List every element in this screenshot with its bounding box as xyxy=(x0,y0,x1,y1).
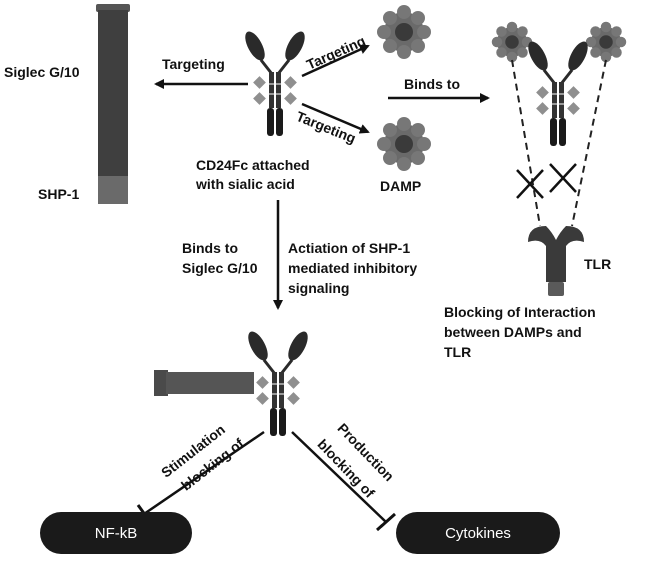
cd24-label-line2: with sialic acid xyxy=(196,176,295,192)
blocking-line3: TLR xyxy=(444,344,472,360)
inhibit-bar-cytokines xyxy=(376,512,396,532)
damp-bound-right-icon xyxy=(585,21,627,63)
arrow-targeting-damp-upper xyxy=(301,44,370,78)
block-x-left-icon xyxy=(516,169,544,199)
binds-siglec-line1: Binds to xyxy=(182,240,238,256)
arrow-targeting-damp-lower xyxy=(301,102,370,134)
dashed-link-right xyxy=(571,59,607,227)
shp1-label: SHP-1 xyxy=(38,186,80,202)
siglec-bound-icon xyxy=(154,370,254,396)
binds-to-label: Binds to xyxy=(404,76,460,92)
damp-upper-icon xyxy=(377,5,431,59)
dashed-link-left xyxy=(511,59,541,227)
blocking-line2: between DAMPs and xyxy=(444,324,582,340)
inhibit-line-cytokines xyxy=(291,431,387,523)
bound-antibody-icon xyxy=(522,37,594,148)
targeting-left-label: Targeting xyxy=(162,56,225,72)
activation-line3: signaling xyxy=(288,280,350,296)
siglec-receptor-icon xyxy=(96,4,130,204)
block-x-right-icon xyxy=(549,163,577,193)
nfkb-pill: NF-kB xyxy=(40,512,192,554)
damp-lower-icon xyxy=(377,117,431,171)
cd24-label-line1: CD24Fc attached xyxy=(196,157,310,173)
activation-line2: mediated inhibitory xyxy=(288,260,418,276)
damp-bound-left-icon xyxy=(491,21,533,63)
tlr-receptor-icon xyxy=(528,226,584,296)
cd24fc-bottom-antibody-icon xyxy=(242,327,314,438)
binds-siglec-line2: Siglec G/10 xyxy=(182,260,258,276)
tlr-label: TLR xyxy=(584,256,612,272)
siglec-label: Siglec G/10 xyxy=(4,64,80,80)
cytokines-pill: Cytokines xyxy=(396,512,560,554)
blocking-line1: Blocking of Interaction xyxy=(444,304,596,320)
activation-line1: Actiation of SHP-1 xyxy=(288,240,411,256)
inhibit-line-nfkb xyxy=(143,430,265,516)
damp-label: DAMP xyxy=(380,178,422,194)
